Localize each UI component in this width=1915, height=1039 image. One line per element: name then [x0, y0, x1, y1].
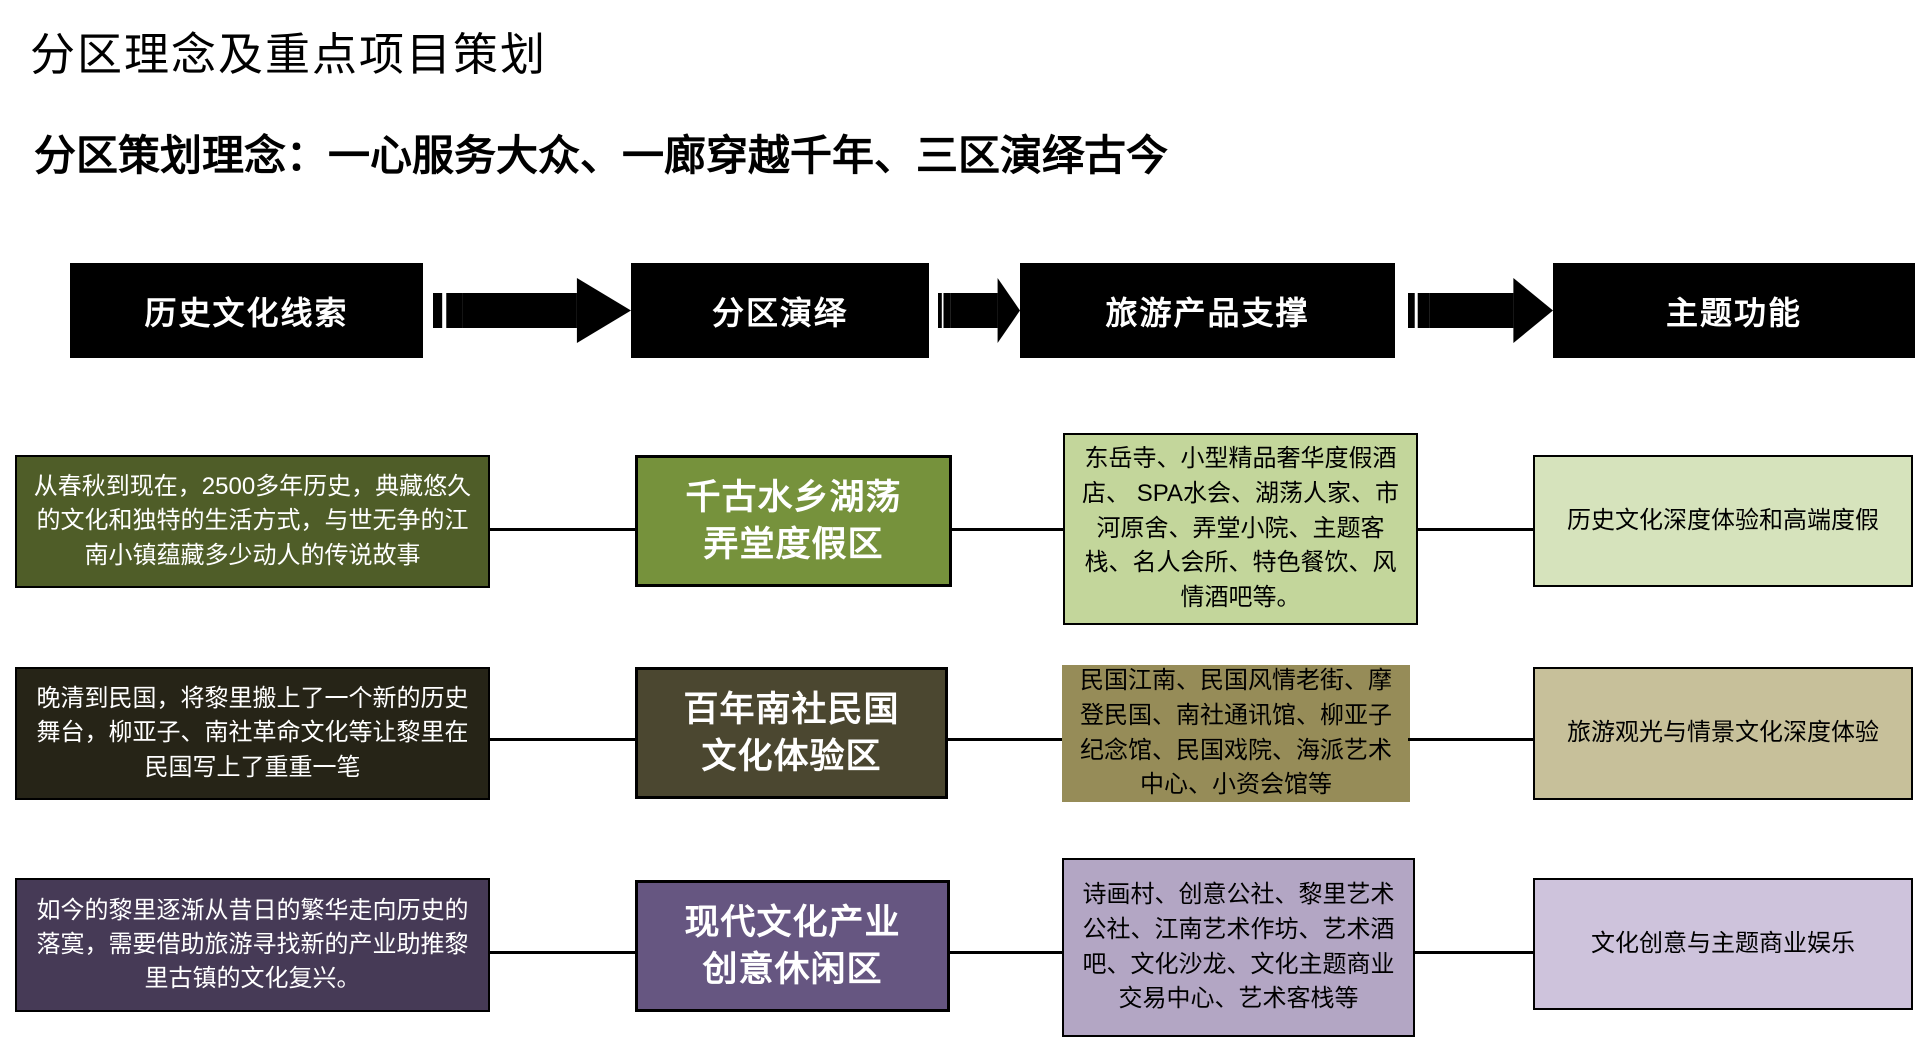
connector-line — [948, 951, 1064, 954]
flow-header-history-clue: 历史文化线索 — [70, 263, 423, 358]
page-subtitle: 分区策划理念：一心服务大众、一廊穿越千年、三区演绎古今 — [34, 132, 1169, 179]
history-clue-box-row2: 晚清到民国，将黎里搬上了一个新的历史舞台，柳亚子、南社革命文化等让黎里在民国写上… — [15, 667, 490, 800]
flow-header-tourism-products: 旅游产品支撑 — [1020, 263, 1395, 358]
flow-header-label: 分区演绎 — [711, 294, 848, 331]
products-text: 东岳寺、小型精品奢华度假酒店、 SPA水会、湖荡人家、市河原舍、弄堂小院、主题客… — [1082, 445, 1399, 612]
theme-box-row3: 文化创意与主题商业娱乐 — [1533, 878, 1913, 1010]
products-text: 诗画村、创意公社、黎里艺术公社、江南艺术作坊、艺术酒吧、文化沙龙、文化主题商业交… — [1082, 880, 1395, 1013]
connector-line — [488, 528, 637, 531]
history-clue-box-row3: 如今的黎里逐渐从昔日的繁华走向历史的落寞，需要借助旅游寻找新的产业助推黎里古镇的… — [15, 878, 490, 1012]
connector-line — [488, 951, 637, 954]
theme-text: 历史文化深度体验和高端度假 — [1567, 506, 1879, 534]
zone-name-text: 现代文化产业 创意休闲区 — [684, 902, 901, 989]
striped-right-arrow-icon — [938, 278, 1020, 343]
history-clue-text: 如今的黎里逐渐从昔日的繁华走向历史的落寞，需要借助旅游寻找新的产业助推黎里古镇的… — [36, 896, 469, 993]
flow-header-label: 历史文化线索 — [144, 294, 349, 331]
striped-right-arrow-icon — [1408, 278, 1553, 343]
zone-name-box-row2: 百年南社民国 文化体验区 — [635, 667, 948, 799]
zone-name-box-row3: 现代文化产业 创意休闲区 — [635, 880, 950, 1012]
products-box-row3: 诗画村、创意公社、黎里艺术公社、江南艺术作坊、艺术酒吧、文化沙龙、文化主题商业交… — [1062, 858, 1415, 1037]
theme-text: 旅游观光与情景文化深度体验 — [1567, 719, 1879, 747]
connector-line — [488, 738, 637, 741]
products-box-row1: 东岳寺、小型精品奢华度假酒店、 SPA水会、湖荡人家、市河原舍、弄堂小院、主题客… — [1063, 433, 1418, 625]
history-clue-text: 晚清到民国，将黎里搬上了一个新的历史舞台，柳亚子、南社革命文化等让黎里在民国写上… — [36, 685, 469, 781]
connector-line — [1416, 528, 1535, 531]
history-clue-text: 从春秋到现在，2500多年历史，典藏悠久的文化和独特的生活方式，与世无争的江南小… — [33, 473, 472, 569]
products-text: 民国江南、民国风情老街、摩登民国、南社通讯馆、柳亚子纪念馆、民国戏院、海派艺术中… — [1080, 666, 1392, 799]
theme-box-row2: 旅游观光与情景文化深度体验 — [1533, 667, 1913, 800]
connector-line — [1413, 951, 1535, 954]
theme-box-row1: 历史文化深度体验和高端度假 — [1533, 455, 1913, 587]
flow-header-label: 旅游产品支撑 — [1105, 294, 1310, 331]
history-clue-box-row1: 从春秋到现在，2500多年历史，典藏悠久的文化和独特的生活方式，与世无争的江南小… — [15, 455, 490, 588]
zone-name-box-row1: 千古水乡湖荡 弄堂度假区 — [635, 455, 952, 587]
striped-right-arrow-icon — [433, 278, 631, 343]
connector-line — [946, 738, 1064, 741]
zone-name-text: 百年南社民国 文化体验区 — [683, 689, 900, 776]
connector-line — [950, 528, 1065, 531]
flow-header-label: 主题功能 — [1665, 294, 1802, 331]
connector-line — [1408, 738, 1535, 741]
page-title: 分区理念及重点项目策划 — [30, 29, 548, 80]
products-box-row2: 民国江南、民国风情老街、摩登民国、南社通讯馆、柳亚子纪念馆、民国戏院、海派艺术中… — [1062, 665, 1410, 802]
flow-header-zone-interpretation: 分区演绎 — [631, 263, 929, 358]
flow-header-theme-function: 主题功能 — [1553, 263, 1915, 358]
theme-text: 文化创意与主题商业娱乐 — [1591, 929, 1855, 957]
zone-name-text: 千古水乡湖荡 弄堂度假区 — [685, 477, 902, 564]
